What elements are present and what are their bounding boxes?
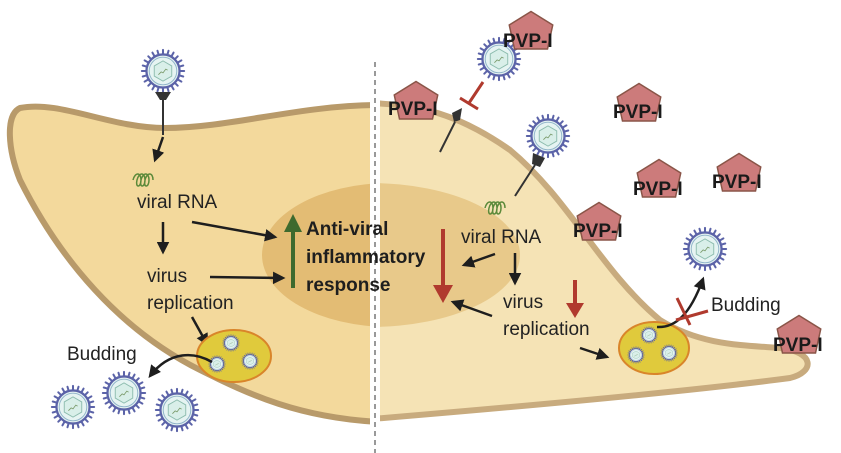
rna-coil-icon-right (484, 201, 506, 215)
label-replication-left: replication (147, 293, 234, 314)
arrow-replication-to-vesicle-right (579, 346, 610, 360)
label-viral-rna-left: viral RNA (137, 192, 218, 213)
vesicle-virus-icon (208, 355, 226, 373)
left-nucleus (262, 183, 375, 327)
released-virus-icon (50, 384, 96, 430)
label-replication-right: replication (503, 319, 590, 340)
arrow-replication-to-response-right (450, 299, 493, 318)
receptor-icon-left (155, 92, 171, 100)
pvp-i-molecule: PVP-I (503, 10, 554, 52)
right-cell-body (378, 100, 811, 422)
left-cell-body (6, 102, 375, 425)
pvp-i-molecule: PVP-I (613, 82, 663, 123)
inhibition-bar-icon (459, 96, 479, 111)
pvp-i-molecule: PVP-I (573, 201, 623, 242)
released-virus-icon (154, 387, 200, 433)
divider-background (370, 60, 380, 453)
left-cell (6, 102, 375, 425)
right-nucleus (378, 183, 520, 327)
svg-text:PVP-I: PVP-I (503, 31, 553, 52)
rna-coil-icon-left (132, 173, 154, 187)
vesicle-virus-icon (222, 334, 240, 352)
svg-text:PVP-I: PVP-I (633, 179, 683, 200)
virus-attaching-right (525, 113, 571, 159)
budding-blocked-x-icon (675, 297, 709, 326)
vesicle-virus-icon (640, 326, 658, 344)
receptor-icon-right (532, 153, 545, 167)
pvp-i-molecule: PVP-I (633, 158, 683, 200)
pvp-i-molecule: PVP-I (773, 314, 823, 356)
arrow-rna-to-response-left (191, 220, 278, 242)
arrow-replication-to-response-left (209, 271, 286, 285)
response-up-arrow-icon (284, 214, 302, 232)
label-virus-left: virus (147, 266, 187, 287)
response-down-arrow-icon (433, 285, 453, 303)
replication-down-arrow-icon (566, 303, 584, 318)
svg-text:PVP-I: PVP-I (773, 335, 823, 356)
arrow-entry-left (152, 136, 165, 163)
svg-text:PVP-I: PVP-I (613, 102, 663, 123)
vesicle-virus-icon (241, 352, 259, 370)
vesicle-virus-icon (660, 344, 678, 362)
label-viral-rna-right: viral RNA (461, 227, 542, 248)
label-budding-right: Budding (711, 295, 781, 316)
arrow-budding-right (656, 276, 706, 329)
svg-text:PVP-I: PVP-I (388, 99, 438, 120)
pvp-i-molecule: PVP-I (388, 80, 439, 120)
svg-text:PVP-I: PVP-I (573, 221, 623, 242)
receptor-stem-right (514, 164, 536, 197)
svg-text:PVP-I: PVP-I (712, 172, 762, 193)
right-cell (378, 100, 811, 422)
label-response-line3: response (306, 275, 390, 296)
inhibition-line (467, 81, 485, 104)
label-response-line2: inflammatory (306, 247, 426, 268)
label-response-line1: Anti-viral (306, 219, 388, 240)
arrow-budding-left (148, 353, 213, 378)
released-virus-icon (101, 370, 147, 416)
receptor-stem-right-empty (439, 121, 456, 153)
budded-virus-right-icon (682, 226, 728, 272)
vesicle-virus-icon (627, 346, 645, 364)
label-virus-right: virus (503, 292, 543, 313)
virus-attaching-left (140, 48, 186, 94)
label-budding-left: Budding (67, 344, 137, 365)
receptor-icon-right-empty (452, 108, 462, 122)
pvp-i-molecule: PVP-I (712, 152, 762, 193)
arrow-rna-to-response-right (461, 252, 496, 268)
